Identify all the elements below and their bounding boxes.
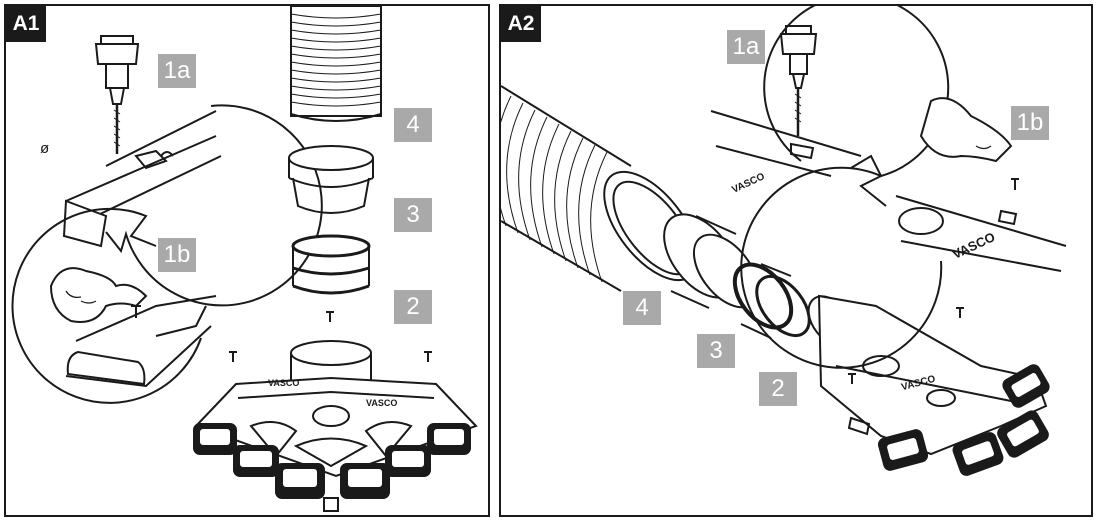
connector-ring [289, 146, 373, 213]
panel-tag-a2: A2 [501, 6, 541, 42]
hand-icon [51, 268, 146, 322]
a1-illustration [6, 6, 490, 517]
step-badge-3: 3 [394, 198, 432, 232]
zoom-circle-1b [741, 168, 941, 368]
panel-tag-a1: A1 [6, 6, 46, 42]
duct-ribs [501, 96, 607, 282]
distributor-box [800, 288, 1051, 477]
distributor-box [194, 341, 476, 511]
step-badge-1b: 1b [1011, 106, 1049, 140]
connector-ring [649, 201, 770, 319]
step-badge-4: 4 [623, 291, 661, 325]
brand-mark: VASCO [268, 378, 300, 388]
step-badge-1a: 1a [158, 54, 196, 88]
step-badge-2: 2 [759, 372, 797, 406]
panel-a2: A2 1a 1b 4 3 2 VASCO VASCO VASCO [499, 4, 1093, 517]
duct-ribs [291, 14, 381, 106]
screw-icon [131, 306, 141, 318]
seal-ring [723, 254, 819, 345]
zoom-circle-1a [106, 105, 322, 305]
drill-icon [96, 36, 138, 154]
seal-ring [293, 236, 369, 293]
step-badge-1b: 1b [158, 238, 196, 272]
hand-icon [921, 98, 1011, 161]
step-badge-3: 3 [697, 334, 735, 368]
zoom-circle-1b [12, 209, 201, 403]
panel-a1: A1 1a 1b 4 3 2 ø VASCO VASCO [4, 4, 490, 517]
brand-mark: VASCO [366, 398, 398, 408]
diameter-symbol: ø [40, 140, 50, 157]
step-badge-2: 2 [394, 290, 432, 324]
a2-illustration [501, 6, 1093, 517]
screw-icon [1011, 179, 1019, 190]
drill-icon [781, 26, 816, 136]
step-badge-1a: 1a [727, 30, 765, 64]
step-badge-4: 4 [394, 108, 432, 142]
